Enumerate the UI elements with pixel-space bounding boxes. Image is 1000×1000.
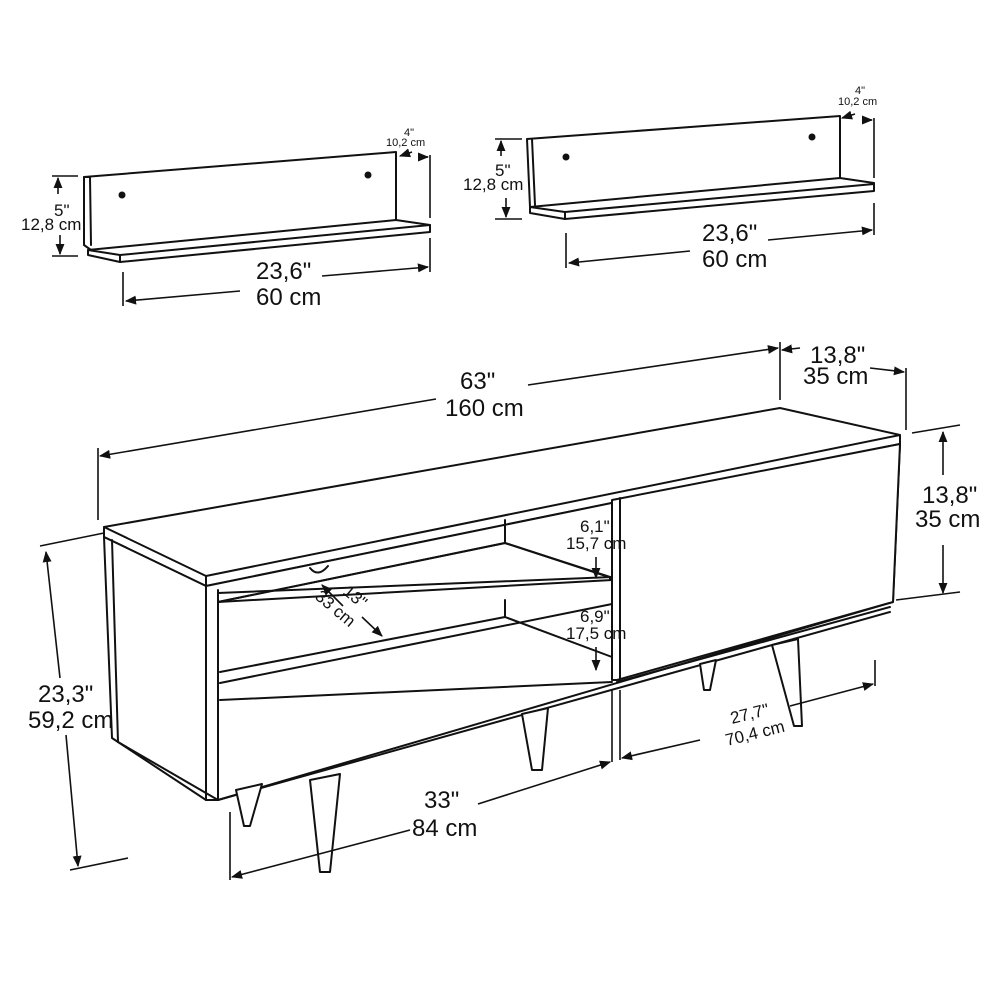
shelf-left-depth-in: 4" xyxy=(404,127,414,139)
lower-gap-in: 6,9" xyxy=(580,607,610,626)
shelf-right-width-cm: 60 cm xyxy=(702,246,767,273)
upper-gap-in: 6,1" xyxy=(580,517,610,536)
total-height-cm: 59,2 cm xyxy=(28,707,113,734)
shelf-left xyxy=(52,148,431,306)
shelf-left-width-cm: 60 cm xyxy=(256,284,321,311)
shelf-right-height-cm: 12,8 cm xyxy=(463,175,523,194)
cabinet-height-cm: 35 cm xyxy=(915,506,980,533)
cabinet-height-in: 13,8" xyxy=(922,482,977,509)
shelf-left-width-in: 23,6" xyxy=(256,258,311,285)
stand-depth-cm: 35 cm xyxy=(803,363,868,390)
upper-gap-cm: 15,7 cm xyxy=(566,534,626,553)
open-width-cm: 84 cm xyxy=(412,815,477,842)
tv-stand-dimensions xyxy=(39,342,961,880)
total-height-in: 23,3" xyxy=(38,681,93,708)
stand-width-cm: 160 cm xyxy=(445,395,524,422)
shelf-left-height-cm: 12,8 cm xyxy=(21,215,81,234)
shelf-right xyxy=(495,110,875,268)
shelf-right-depth-in: 4" xyxy=(855,85,865,97)
stand-depth-in: 13,8" xyxy=(810,342,865,369)
shelf-right-width-in: 23,6" xyxy=(702,220,757,247)
shelf-right-depth-cm: 10,2 cm xyxy=(838,96,877,108)
lower-gap-cm: 17,5 cm xyxy=(566,624,626,643)
open-width-in: 33" xyxy=(424,787,459,814)
tv-stand xyxy=(103,407,901,873)
shelf-right-height-in: 5" xyxy=(495,161,511,180)
shelf-left-depth-cm: 10,2 cm xyxy=(386,137,425,149)
shelf-left-height-in: 5" xyxy=(54,201,70,220)
stand-width-in: 63" xyxy=(460,368,495,395)
